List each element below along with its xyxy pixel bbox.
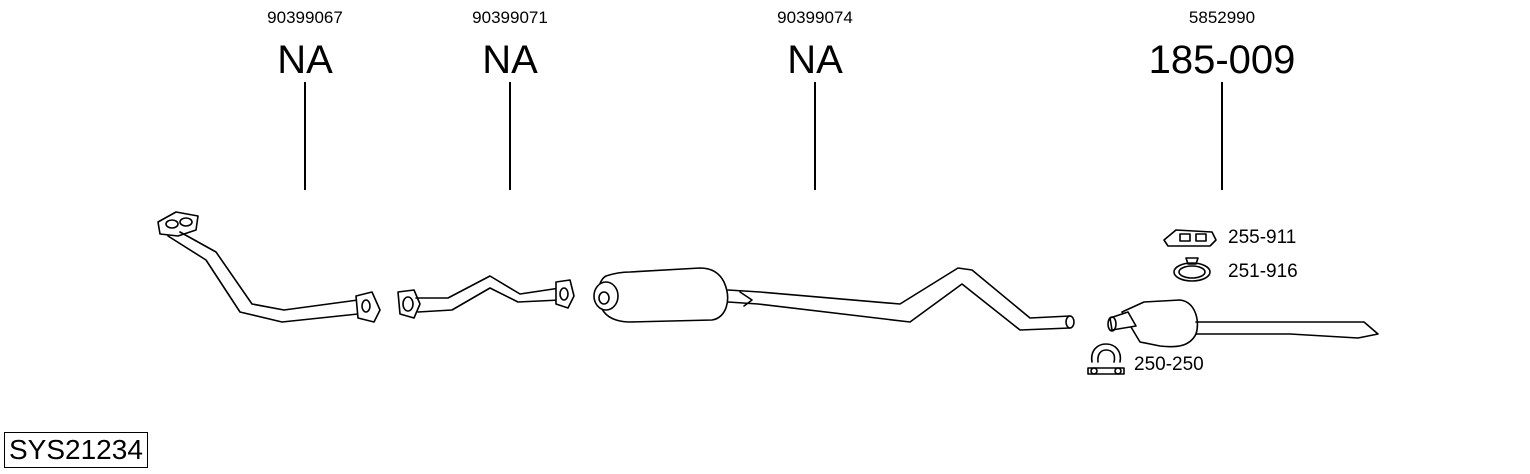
system-code-box: SYS21234 (4, 432, 148, 468)
oe-number-label: 90399074 (777, 8, 853, 27)
part-number-label: NA (787, 38, 843, 82)
intermediate-pipe-part (397, 275, 575, 319)
leader-line (304, 82, 306, 190)
leader-line (1221, 82, 1223, 190)
leader-line (509, 82, 511, 190)
oe-number-label: 5852990 (1188, 8, 1256, 27)
rubber-hanger-icon (1163, 229, 1217, 247)
rear-silencer-part (1107, 299, 1379, 348)
accessory-label-clamp: 251-916 (1228, 261, 1298, 282)
leader-line (814, 82, 816, 190)
part-number-label: NA (277, 38, 333, 82)
centre-silencer-part (593, 267, 1075, 331)
u-clamp-icon (1087, 343, 1125, 375)
pipe-clamp-icon (1173, 257, 1211, 282)
accessory-label-hanger: 255-911 (1228, 227, 1297, 248)
oe-number-label: 90399071 (472, 8, 548, 27)
oe-number-label: 90399067 (267, 8, 343, 27)
part-number-label: 185-009 (1148, 38, 1296, 82)
part-number-label: NA (482, 38, 538, 82)
accessory-label-u-clamp: 250-250 (1134, 354, 1204, 375)
front-pipe-part (157, 211, 381, 323)
